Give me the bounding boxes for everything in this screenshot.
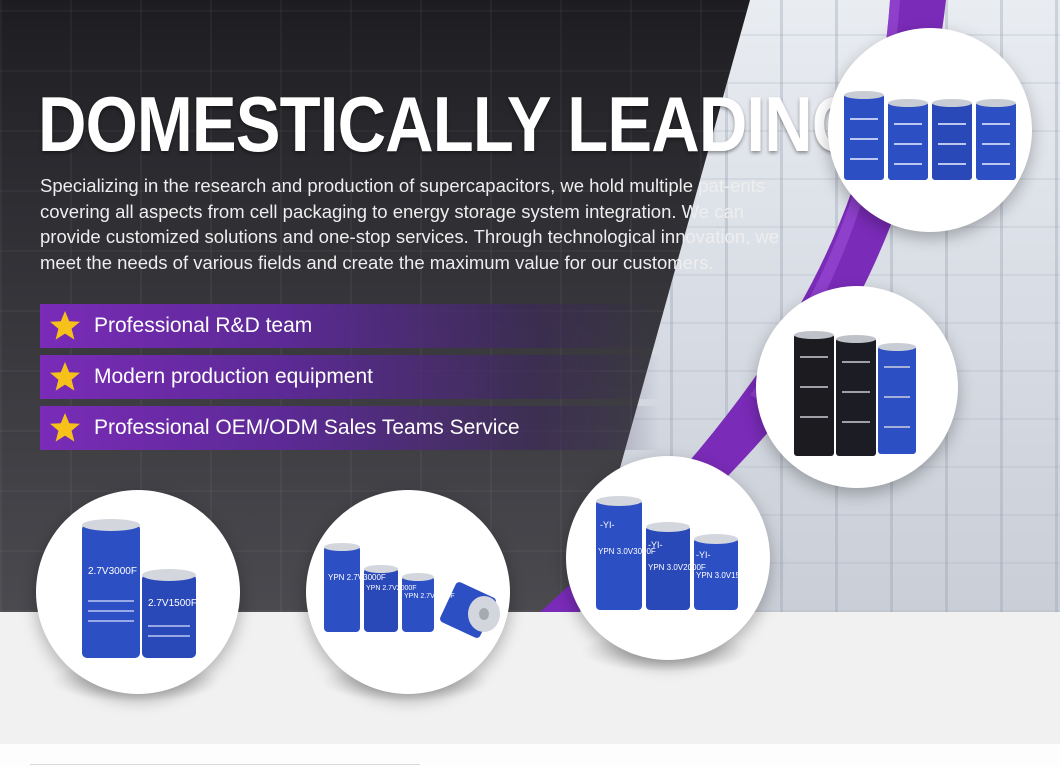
footer-strip (0, 744, 1060, 767)
capacitor-label: YPN 2.7V2000F (366, 585, 417, 592)
capacitor-label: YPN 3.0V3000F (598, 547, 656, 556)
product-bubble-four-capacitors (828, 28, 1032, 232)
capacitor-label: YPN 2.7V3000F (328, 573, 386, 582)
feature-label: Professional OEM/ODM Sales Teams Service (94, 416, 520, 439)
capacitor-label: 2.7V3000F (88, 566, 137, 577)
intro-paragraph: Specializing in the research and product… (40, 175, 780, 273)
capacitor-group-image (794, 331, 916, 456)
feature-label: Professional R&D team (94, 314, 313, 337)
capacitor-label: YPN 3.0V2000F (648, 563, 706, 572)
headline: DOMESTICALLY LEADING (38, 80, 864, 168)
capacitor-pair-image: 2.7V3000F 2.7V1500F (82, 519, 197, 658)
capacitor-label: YPN 2.7V1500F (404, 593, 455, 600)
star-icon (50, 413, 80, 442)
brand-logo: -YI- (600, 520, 615, 530)
star-icon (50, 311, 80, 340)
feature-item-oem: Professional OEM/ODM Sales Teams Service (40, 406, 660, 450)
capacitor-label: 2.7V1500F (148, 598, 197, 609)
brand-logo: -YI- (648, 540, 663, 550)
capacitor-label: YPN 3.0V1500F (696, 571, 754, 580)
capacitor-group-image: -YI- -YI- -YI- YPN 3.0V3000F YPN 3.0V200… (596, 496, 754, 610)
feature-item-equipment: Modern production equipment (40, 355, 660, 399)
product-bubble-snap-in-capacitors (756, 286, 958, 488)
feature-item-rnd: Professional R&D team (40, 304, 660, 348)
feature-list: Professional R&D team Modern production … (40, 304, 660, 457)
brand-logo: -YI- (696, 550, 711, 560)
product-bubble-group-three: -YI- -YI- -YI- YPN 3.0V3000F YPN 3.0V200… (566, 456, 770, 660)
capacitor-group-image: YPN 2.7V3000F YPN 2.7V2000F YPN 2.7V1500… (324, 543, 500, 638)
capacitor-group-image (844, 91, 1016, 180)
footer-divider (30, 764, 420, 765)
product-bubble-group-four: YPN 2.7V3000F YPN 2.7V2000F YPN 2.7V1500… (306, 490, 510, 694)
feature-label: Modern production equipment (94, 365, 374, 388)
star-icon (50, 362, 80, 391)
product-bubble-large-pair: 2.7V3000F 2.7V1500F (36, 490, 240, 694)
